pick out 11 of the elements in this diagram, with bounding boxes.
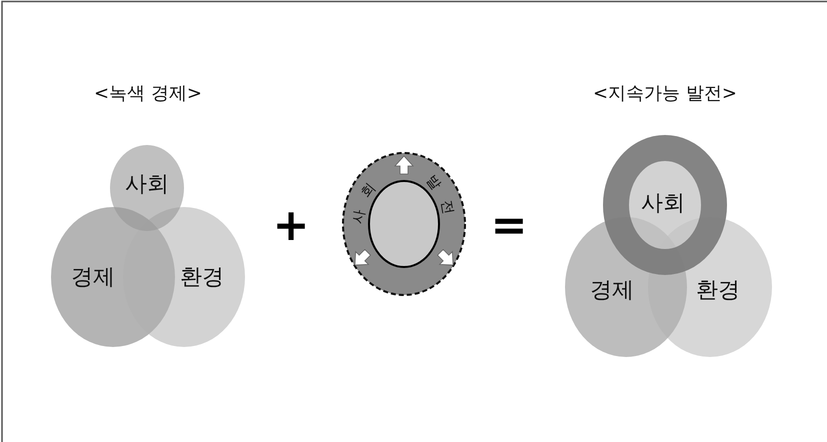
circle-label: 사회 [641,190,685,218]
circle-label: 환경 [696,277,740,305]
circle-label: 환경 [180,264,224,292]
plus-sign: + [272,204,310,248]
circle-label: 사회 [125,171,169,199]
circle-label: 경제 [71,264,115,292]
heading: <지속가능 발전> [593,82,737,105]
equals-sign: = [490,204,528,248]
circle-label: 경제 [590,277,634,305]
heading: <녹색 경제> [94,82,202,105]
arc-label: 사회 [350,170,386,226]
